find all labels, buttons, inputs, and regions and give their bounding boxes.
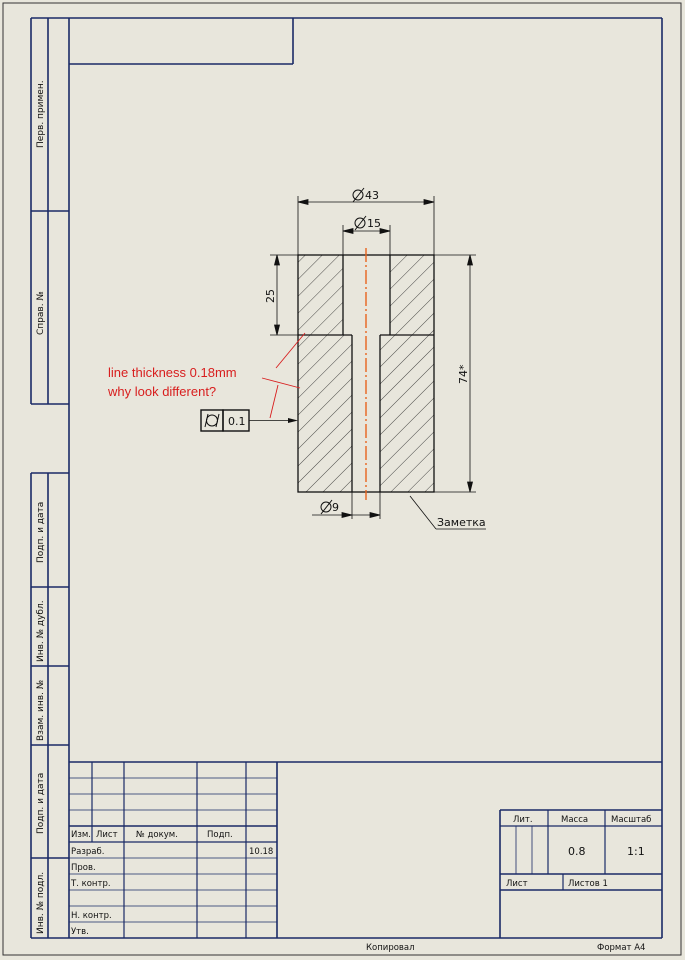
- diameter-symbol-icon: [320, 499, 333, 515]
- main-frame: [68, 17, 663, 939]
- row-n-kontr: Н. контр.: [71, 911, 112, 921]
- dim-hole-diameter: 9: [332, 501, 339, 514]
- header-podp: Подп.: [207, 830, 233, 840]
- label-perv-primen: Перв. примен.: [36, 80, 46, 148]
- label-podp-i-data-1: Подп. и дата: [36, 502, 46, 563]
- row-razrab: Разраб.: [71, 847, 104, 857]
- header-listov: Листов 1: [568, 879, 608, 889]
- diameter-symbol-icon: [354, 215, 367, 231]
- footer: Копировал Формат A4: [366, 943, 645, 953]
- header-lit: Лит.: [513, 815, 533, 825]
- annotation-line1: line thickness 0.18mm: [108, 365, 237, 380]
- header-masshtab: Масштаб: [611, 815, 651, 825]
- tolerance-value: 0.1: [228, 415, 246, 428]
- diameter-symbol-icon: [352, 187, 365, 203]
- dimension-labels: 43 15 25 74* 9: [264, 187, 470, 515]
- label-inv-dubl: Инв. № дубл.: [36, 600, 46, 662]
- header-massa: Масса: [561, 815, 588, 825]
- tolerance-frame: 0.1: [200, 409, 298, 432]
- header-list: Лист: [96, 830, 118, 840]
- header-list2: Лист: [506, 879, 528, 889]
- date-value: 10.18: [249, 847, 273, 857]
- label-vzam-inv: Взам. инв. №: [36, 680, 46, 741]
- part-section: [297, 248, 435, 500]
- left-column-labels: Перв. примен. Справ. № Подп. и дата Инв.…: [36, 80, 46, 934]
- dim-total-length: 74*: [457, 364, 470, 384]
- header-izm: Изм.: [71, 830, 91, 840]
- left-column: [30, 17, 69, 939]
- title-block-labels: Изм. Лист № докум. Подп. Разраб. 10.18 П…: [70, 815, 651, 937]
- top-left-box: [69, 18, 294, 65]
- dimensions: [270, 196, 476, 519]
- dim-counterbore-depth: 25: [264, 289, 277, 303]
- label-inv-podl: Инв. № подл.: [36, 872, 46, 934]
- scale-value: 1:1: [627, 845, 645, 858]
- row-t-kontr: Т. контр.: [70, 879, 111, 889]
- title-block: [69, 761, 662, 938]
- footer-kopiroval: Копировал: [366, 943, 415, 953]
- note-leader: Заметка: [409, 495, 486, 530]
- annotation-line2: why look different?: [107, 384, 216, 399]
- header-doc-no: № докум.: [136, 830, 178, 840]
- annotation: line thickness 0.18mm why look different…: [107, 332, 306, 419]
- label-podp-i-data-2: Подп. и дата: [36, 773, 46, 834]
- note-label: Заметка: [437, 516, 486, 529]
- label-sprav-no: Справ. №: [36, 291, 46, 335]
- row-utv: Утв.: [71, 927, 89, 937]
- flatness-symbol-icon: [204, 413, 220, 428]
- dim-outer-diameter: 43: [365, 189, 379, 202]
- footer-format: Формат A4: [597, 943, 645, 953]
- mass-value: 0.8: [568, 845, 586, 858]
- row-prov: Пров.: [71, 863, 96, 873]
- dim-counterbore-diameter: 15: [367, 217, 381, 230]
